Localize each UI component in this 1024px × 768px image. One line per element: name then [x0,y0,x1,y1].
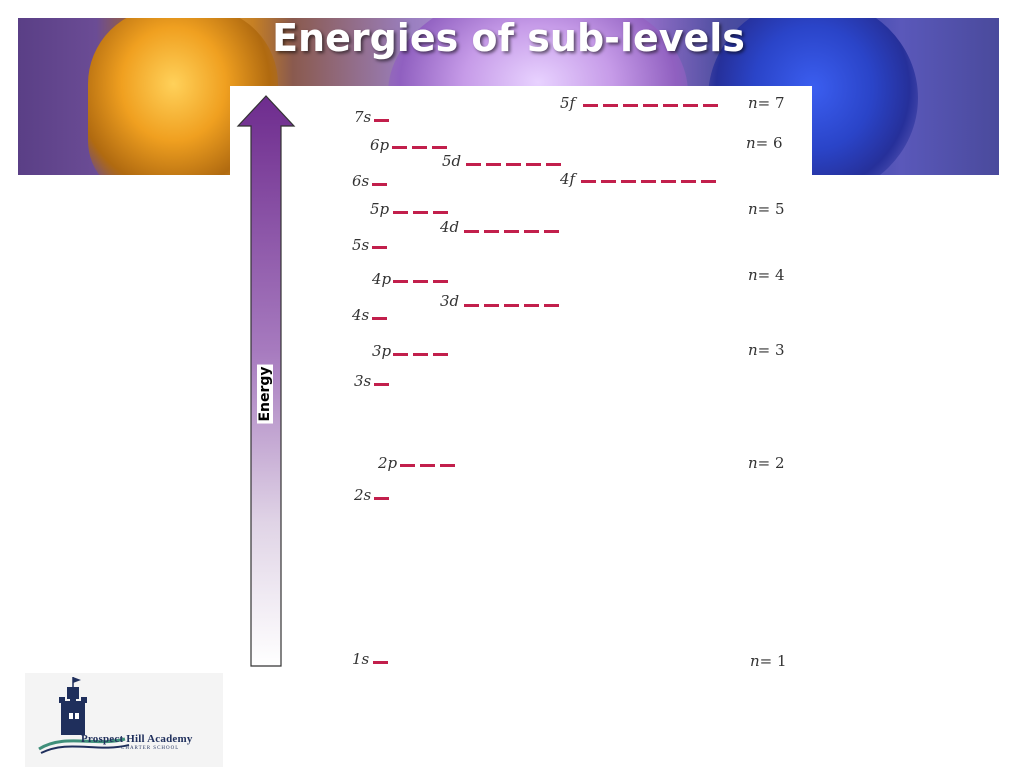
orbital-5p-1 [393,211,408,214]
orbital-5f-6 [683,104,698,107]
shell-value: = 2 [757,454,785,472]
orbital-6p-3 [432,146,447,149]
orbital-5f-1 [583,104,598,107]
orbital-2p-2 [420,464,435,467]
shell-symbol: n [748,266,758,284]
sublevel-label-4f: 4f [560,170,576,188]
orbital-5p-2 [413,211,428,214]
shell-value: = 3 [757,341,785,359]
castle-icon [38,677,130,754]
shell-value: = 5 [757,200,785,218]
orbital-2s-1 [374,497,389,500]
orbital-3d-2 [484,304,499,307]
orbital-4f-3 [621,180,636,183]
shell-label-n4: n= 4 [748,268,785,283]
shell-symbol: n [746,134,756,152]
orbital-4f-1 [581,180,596,183]
shell-value: = 7 [757,94,785,112]
sublevel-label-3s: 3s [354,372,372,390]
orbital-4f-4 [641,180,656,183]
shell-label-n6: n= 6 [746,136,783,151]
sublevel-label-5p: 5p [370,200,390,218]
orbital-2p-3 [440,464,455,467]
shell-label-n1: n= 1 [750,654,787,669]
logo-wordmark: Prospect Hill Academy [81,733,193,745]
orbital-5d-4 [526,163,541,166]
orbital-5d-5 [546,163,561,166]
orbital-4p-2 [413,280,428,283]
orbital-5f-3 [623,104,638,107]
shell-value: = 4 [757,266,785,284]
orbital-4d-3 [504,230,519,233]
orbital-7s-1 [374,119,389,122]
shell-symbol: n [748,200,758,218]
slide-title: Energies of sub-levels [272,16,745,60]
orbital-4p-3 [433,280,448,283]
sublevel-label-5f: 5f [560,94,576,112]
orbital-3p-2 [413,353,428,356]
logo-subtitle: CHARTER SCHOOL [121,746,180,751]
orbital-3d-1 [464,304,479,307]
shell-value: = 6 [755,134,783,152]
orbital-5f-2 [603,104,618,107]
orbital-5d-1 [466,163,481,166]
orbital-4f-6 [681,180,696,183]
orbital-5f-7 [703,104,718,107]
orbital-4p-1 [393,280,408,283]
orbital-3d-4 [524,304,539,307]
shell-symbol: n [748,341,758,359]
sublevel-label-2p: 2p [378,454,398,472]
sublevel-label-4s: 4s [352,306,370,324]
energy-axis-label: Energy [257,364,273,424]
shell-symbol: n [748,94,758,112]
orbital-3d-5 [544,304,559,307]
orbital-3d-3 [504,304,519,307]
orbital-5p-3 [433,211,448,214]
orbital-5f-5 [663,104,678,107]
shell-label-n3: n= 3 [748,343,785,358]
sublevel-label-2s: 2s [354,486,372,504]
shell-label-n7: n= 7 [748,96,785,111]
orbital-2p-1 [400,464,415,467]
shell-label-n2: n= 2 [748,456,785,471]
orbital-3p-3 [433,353,448,356]
orbital-4f-2 [601,180,616,183]
orbital-4d-1 [464,230,479,233]
orbital-3s-1 [374,383,389,386]
shell-value: = 1 [759,652,787,670]
orbital-3p-1 [393,353,408,356]
orbital-4f-5 [661,180,676,183]
school-logo: Prospect Hill Academy CHARTER SCHOOL [25,673,223,767]
orbital-4d-2 [484,230,499,233]
orbital-6p-2 [412,146,427,149]
orbital-6p-1 [392,146,407,149]
orbital-4d-4 [524,230,539,233]
sublevel-label-4p: 4p [372,270,392,288]
sublevel-label-1s: 1s [352,650,370,668]
orbital-5f-4 [643,104,658,107]
sublevel-label-4d: 4d [440,218,460,236]
sublevel-label-5d: 5d [442,152,462,170]
sublevel-label-3p: 3p [372,342,392,360]
orbital-4f-7 [701,180,716,183]
shell-symbol: n [748,454,758,472]
orbital-5s-1 [372,246,387,249]
orbital-5d-3 [506,163,521,166]
orbital-4d-5 [544,230,559,233]
orbital-1s-1 [373,661,388,664]
sublevel-label-7s: 7s [354,108,372,126]
orbital-6s-1 [372,183,387,186]
sublevel-label-3d: 3d [440,292,460,310]
orbital-5d-2 [486,163,501,166]
shell-label-n5: n= 5 [748,202,785,217]
sublevel-label-6p: 6p [370,136,390,154]
sublevel-label-5s: 5s [352,236,370,254]
orbital-4s-1 [372,317,387,320]
sublevel-label-6s: 6s [352,172,370,190]
shell-symbol: n [750,652,760,670]
